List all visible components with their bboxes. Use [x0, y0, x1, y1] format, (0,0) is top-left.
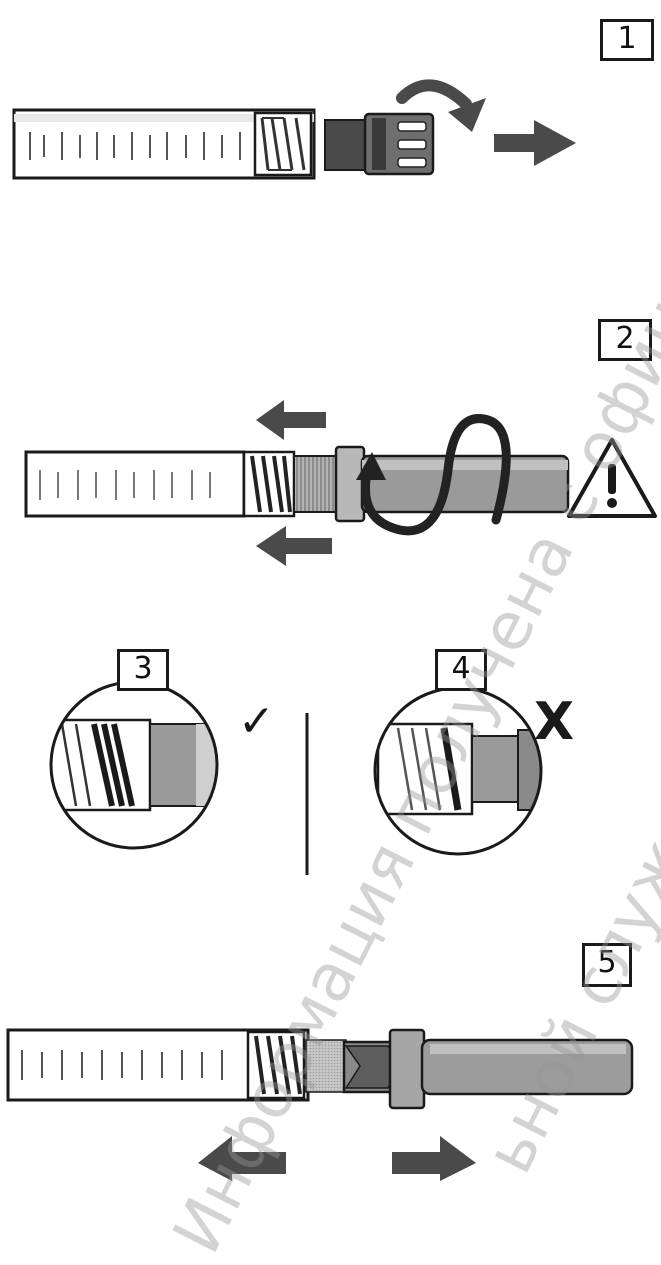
- direction-arrow-icon: [198, 1136, 286, 1181]
- step1-connector-cap: [324, 112, 435, 176]
- step5-connector: [305, 1028, 634, 1110]
- step2-spring: [242, 450, 296, 518]
- step2-illustration: [24, 400, 657, 566]
- instruction-diagram: 1 2 3 4 5 ✓ X Информация получена с офиц…: [6, 0, 661, 1265]
- step-number-1: 1: [600, 19, 654, 61]
- step-number-label: 5: [597, 945, 617, 980]
- warning-triangle-icon: [567, 438, 657, 518]
- direction-arrow-icon: [392, 1136, 476, 1181]
- direction-arrow-icon: [256, 526, 332, 566]
- step-number-3: 3: [117, 649, 169, 691]
- twist-arrow-icon: [356, 414, 511, 536]
- step1-spring: [253, 111, 313, 177]
- step-number-4: 4: [435, 649, 487, 691]
- step1-illustration: [12, 79, 576, 180]
- direction-arrow-icon: [494, 120, 576, 166]
- cross-icon: X: [534, 692, 575, 752]
- step-number-label: 2: [615, 321, 635, 356]
- step2-tube: [24, 450, 246, 518]
- step-number-5: 5: [582, 943, 632, 987]
- rotate-arrow-icon: [396, 79, 486, 132]
- step2-coupling: [293, 445, 570, 523]
- step5-spring: [246, 1030, 306, 1100]
- diagram-canvas: [6, 79, 657, 1181]
- step-number-label: 3: [133, 651, 153, 686]
- step-number-label: 1: [617, 21, 637, 56]
- check-icon: ✓: [238, 696, 275, 747]
- step-number-label: 4: [451, 651, 471, 686]
- step4-detail: [373, 686, 543, 856]
- direction-arrow-icon: [256, 400, 326, 440]
- step5-illustration: [6, 1028, 634, 1181]
- step-number-2: 2: [598, 319, 652, 361]
- step3-detail: [49, 680, 219, 850]
